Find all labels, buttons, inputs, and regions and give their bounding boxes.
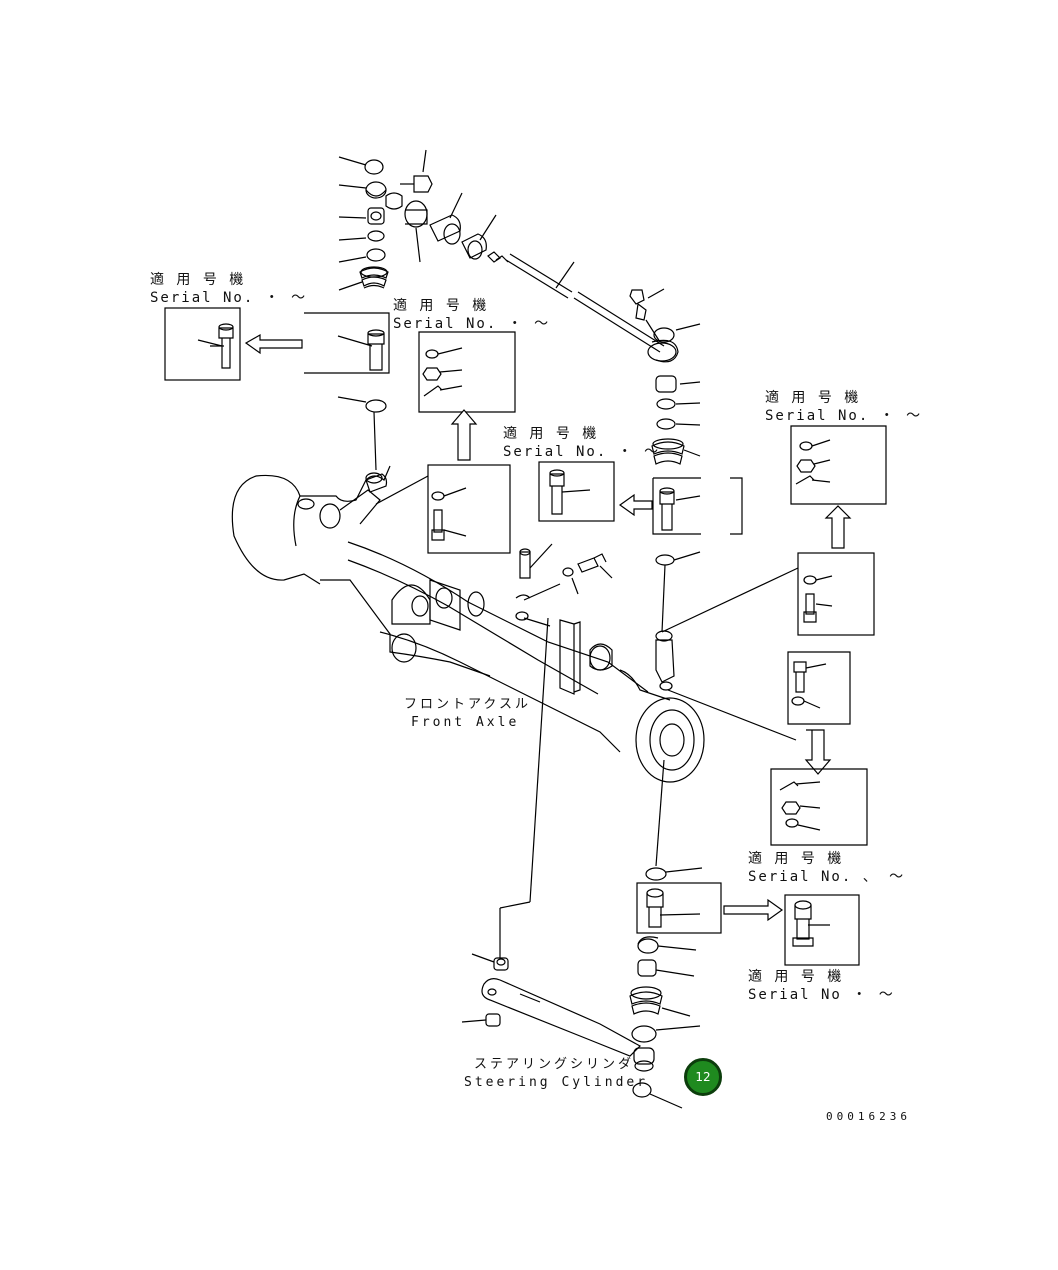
serial-label-jp-6: 適 用 号 機: [748, 969, 844, 985]
serial-label-jp-5: 適 用 号 機: [748, 851, 844, 867]
box-right-bolt2: [787, 651, 851, 775]
box-right-upper: [790, 425, 887, 549]
front-axle-label-en: Front Axle: [411, 715, 520, 730]
serial-label-en-3: Serial No. ・ ～: [503, 444, 661, 460]
right-vertical-stack: [651, 375, 701, 633]
box-bolt-mid: [427, 464, 511, 554]
box-right-lower: [770, 768, 868, 846]
box-top-left: [164, 307, 390, 381]
front-axle-housing: [231, 396, 799, 783]
serial-label-jp-2: 適 用 号 機: [393, 298, 489, 314]
lower-vertical-stack: [629, 759, 703, 1109]
serial-label-en-1: Serial No. ・ ～: [150, 290, 308, 306]
serial-label-jp-1: 適 用 号 機: [150, 272, 246, 288]
serial-label-en-5: Serial No. 、 ～: [748, 869, 906, 885]
grease-fitting-top: [385, 149, 433, 210]
serial-label-en-4: Serial No. ・ ～: [765, 408, 923, 424]
front-axle-label-jp: フロントアクスル: [404, 697, 531, 712]
serial-label-en-6: Serial No ・ ～: [748, 987, 895, 1003]
steering-cylinder: [461, 617, 641, 1057]
box-right-bolt: [797, 552, 875, 636]
upper-left-parts: [338, 156, 389, 291]
box-lower-kingpin: [636, 882, 860, 966]
page-number-badge[interactable]: 12: [684, 1058, 722, 1096]
grease-fitting-right: [629, 288, 701, 343]
serial-label-jp-4: 適 用 号 機: [765, 390, 861, 406]
document-number: 00016236: [826, 1110, 911, 1123]
serial-label-en-2: Serial No. ・ ～: [393, 316, 551, 332]
serial-label-jp-3: 適 用 号 機: [503, 426, 599, 442]
box-kingpin-mid: [538, 461, 743, 535]
box-nut-upper: [418, 331, 516, 461]
page-number-text: 12: [695, 1070, 711, 1084]
steering-cylinder-label-jp: ステアリングシリンダ: [474, 1057, 635, 1072]
center-bolt-parts: [515, 543, 613, 627]
tie-rod-assembly: [404, 192, 679, 363]
steering-cylinder-label-en: Steering Cylinder: [464, 1075, 649, 1090]
